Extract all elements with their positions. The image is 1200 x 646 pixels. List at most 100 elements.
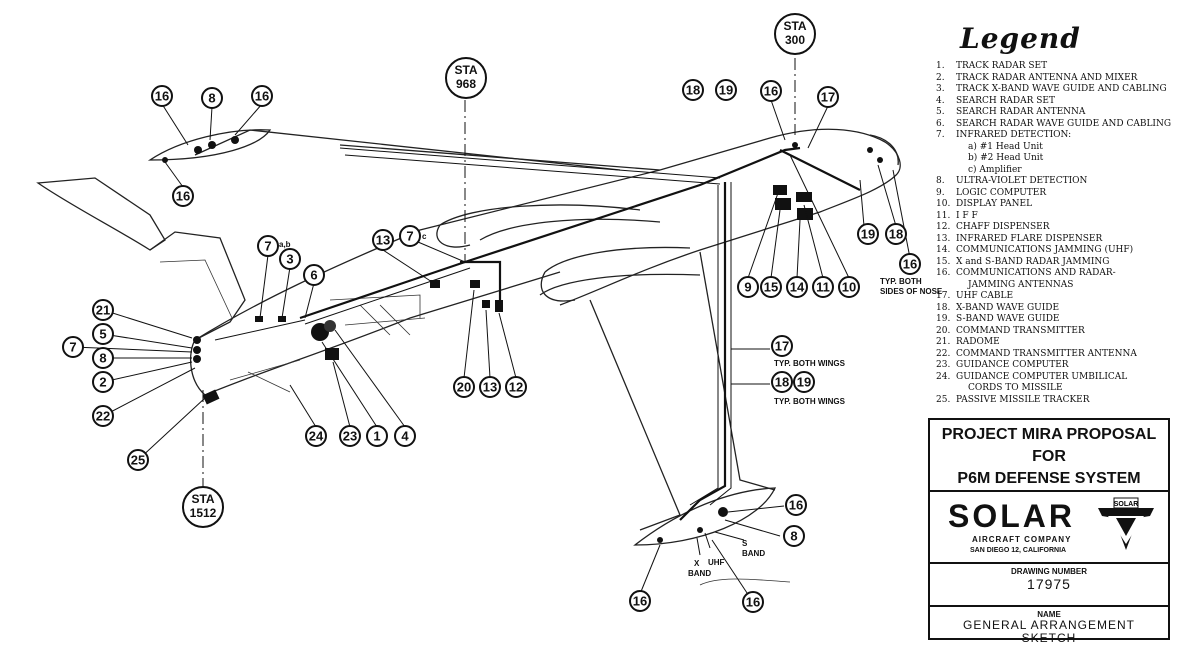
note-typ-wings-18: TYP. BOTH WINGS xyxy=(774,397,846,406)
legend-item: 19.S-BAND WAVE GUIDE xyxy=(936,314,1196,326)
company-block: SOLAR AIRCRAFT COMPANY SAN DIEGO 12, CAL… xyxy=(930,492,1168,564)
legend-item-text: TRACK RADAR SET xyxy=(956,61,1048,71)
callout-20: 20 xyxy=(453,376,475,398)
legend-title: Legend xyxy=(960,22,1081,55)
equipment-boxes xyxy=(162,136,883,543)
legend-item: 20.COMMAND TRANSMITTER xyxy=(936,326,1196,338)
svg-text:10: 10 xyxy=(842,280,856,295)
callout-19: 19 xyxy=(715,79,737,101)
legend-item-number: 20. xyxy=(936,325,951,336)
callout-14: 14 xyxy=(786,276,808,298)
legend-item-text: COMMUNICATIONS AND RADAR- xyxy=(956,268,1116,278)
legend-item: 13.INFRARED FLARE DISPENSER xyxy=(936,234,1196,246)
callout-16: 16 xyxy=(760,80,782,102)
callout-21: 21 xyxy=(92,299,114,321)
legend-item-text: a) #1 Head Unit xyxy=(968,141,1043,152)
svg-text:19: 19 xyxy=(861,227,875,242)
svg-text:4: 4 xyxy=(401,429,409,444)
callout-18: 18 xyxy=(771,371,793,393)
svg-text:1512: 1512 xyxy=(190,506,217,520)
svg-text:16: 16 xyxy=(176,189,190,204)
svg-text:7: 7 xyxy=(264,239,271,254)
callout-17: 17 xyxy=(817,86,839,108)
svg-text:STA: STA xyxy=(191,492,214,506)
callout-13: 13 xyxy=(372,229,394,251)
svg-text:5: 5 xyxy=(99,327,106,342)
svg-text:16: 16 xyxy=(764,84,778,99)
project-title-for: FOR xyxy=(1032,448,1066,465)
waveguide-runs xyxy=(214,146,861,521)
legend-item-text: X and S-BAND RADAR JAMMING xyxy=(956,256,1110,267)
legend-item-number: 25. xyxy=(936,394,951,405)
legend-item-text: DISPLAY PANEL xyxy=(956,199,1033,209)
svg-text:16: 16 xyxy=(903,257,917,272)
legend-item: 21.RADOME xyxy=(936,337,1196,349)
legend-item-text: SEARCH RADAR WAVE GUIDE AND CABLING xyxy=(956,118,1172,129)
callout-leaders xyxy=(72,99,911,603)
legend-item-number: 15. xyxy=(936,256,951,267)
svg-text:20: 20 xyxy=(457,380,471,395)
callout-9: 9 xyxy=(737,276,759,298)
callout-12: 12 xyxy=(505,376,527,398)
legend-item: 12. CHAFF DISPENSER xyxy=(936,222,1196,234)
legend-item-number: 6. xyxy=(936,118,945,129)
station-968: STA 968 xyxy=(445,57,487,99)
legend-item: CORDS TO MISSILE xyxy=(936,383,1196,395)
legend-item-text: CHAFF DISPENSER xyxy=(956,222,1050,232)
legend-item-text: b) #2 Head Unit xyxy=(968,153,1044,163)
svg-text:22: 22 xyxy=(96,409,110,424)
legend-item: b) #2 Head Unit xyxy=(936,153,1196,165)
callout-6: 6 xyxy=(303,264,325,286)
legend-item-text: INFRARED DETECTION: xyxy=(956,130,1072,140)
legend-item: 5.SEARCH RADAR ANTENNA xyxy=(936,107,1196,119)
svg-text:16: 16 xyxy=(746,595,760,610)
legend-item-number: 10. xyxy=(936,199,951,209)
svg-text:7: 7 xyxy=(69,340,76,355)
legend-item: 6. SEARCH RADAR WAVE GUIDE AND CABLING xyxy=(936,119,1196,131)
note-x: X xyxy=(694,559,700,568)
legend-item: 11.I F F xyxy=(936,211,1196,223)
note-s: S xyxy=(742,539,748,548)
svg-text:12: 12 xyxy=(509,380,523,395)
legend-item-text: PASSIVE MISSILE TRACKER xyxy=(956,394,1090,405)
note-c: c xyxy=(422,232,427,241)
legend-item-text: X-BAND WAVE GUIDE xyxy=(956,302,1060,313)
legend-item: 18. X-BAND WAVE GUIDE xyxy=(936,303,1196,315)
svg-text:19: 19 xyxy=(797,375,811,390)
legend-item-text: UHF CABLE xyxy=(956,291,1014,301)
svg-text:8: 8 xyxy=(208,91,215,106)
note-x-band: BAND xyxy=(688,569,711,578)
callout-16: 16 xyxy=(251,85,273,107)
svg-text:23: 23 xyxy=(343,429,357,444)
legend-item-text: COMMUNICATIONS JAMMING (UHF) xyxy=(956,245,1134,255)
svg-text:SOLAR: SOLAR xyxy=(1114,501,1139,508)
note-typ-wings-17: TYP. BOTH WINGS xyxy=(774,359,846,368)
legend-item: 7.INFRARED DETECTION: xyxy=(936,130,1196,142)
legend-item-number: 18. xyxy=(936,302,951,313)
note-ab: a,b xyxy=(279,240,291,249)
legend-item: 15. X and S-BAND RADAR JAMMING xyxy=(936,257,1196,269)
station-lines xyxy=(202,58,796,488)
legend-item-text: SEARCH RADAR SET xyxy=(956,95,1055,106)
legend-item-number: 12. xyxy=(936,222,951,232)
callout-4: 4 xyxy=(394,425,416,447)
legend-item-text: COMMAND TRANSMITTER ANTENNA xyxy=(956,348,1137,359)
title-block-header: PROJECT MIRA PROPOSAL FOR P6M DEFENSE SY… xyxy=(930,420,1168,492)
svg-text:STA: STA xyxy=(783,19,806,33)
callout-3: 3 xyxy=(279,248,301,270)
callout-8: 8 xyxy=(783,525,805,547)
callout-24: 24 xyxy=(305,425,327,447)
legend-item-text: SEARCH RADAR ANTENNA xyxy=(956,107,1086,117)
callout-5: 5 xyxy=(92,323,114,345)
legend-item-text: c) Amplifier xyxy=(968,164,1022,175)
callout-18: 18 xyxy=(885,223,907,245)
svg-text:9: 9 xyxy=(744,280,751,295)
project-title: PROJECT MIRA PROPOSAL xyxy=(941,426,1157,443)
svg-text:11: 11 xyxy=(816,280,830,295)
callout-16: 16 xyxy=(151,85,173,107)
legend-item-number: 9. xyxy=(936,187,945,198)
svg-text:STA: STA xyxy=(454,63,477,77)
drawing-name-block: NAME GENERAL ARRANGEMENT SKETCH xyxy=(930,610,1168,645)
svg-text:18: 18 xyxy=(889,227,903,242)
legend-item-text: GUIDANCE COMPUTER xyxy=(956,360,1069,370)
